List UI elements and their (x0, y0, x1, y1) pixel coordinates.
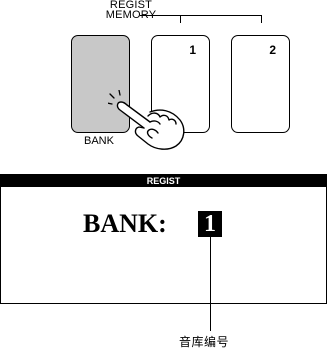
callout-label: 音库编号 (179, 333, 229, 350)
memory-button-number: 1 (189, 43, 196, 57)
pointing-hand-icon (108, 90, 188, 152)
display-bank-label: BANK: (83, 210, 167, 238)
display-header: REGIST (1, 175, 326, 187)
bracket-tick-left (180, 15, 181, 23)
memory-button-number: 2 (269, 43, 276, 57)
callout-line (210, 236, 211, 331)
regist-memory-label: REGIST MEMORY (86, 0, 176, 20)
bracket-tick-right (261, 15, 262, 23)
regist-memory-button-2[interactable]: 2 (231, 35, 290, 133)
lcd-display: REGIST BANK: 1 (0, 174, 327, 304)
display-bank-number: 1 (198, 211, 222, 237)
bracket-line (140, 15, 262, 16)
